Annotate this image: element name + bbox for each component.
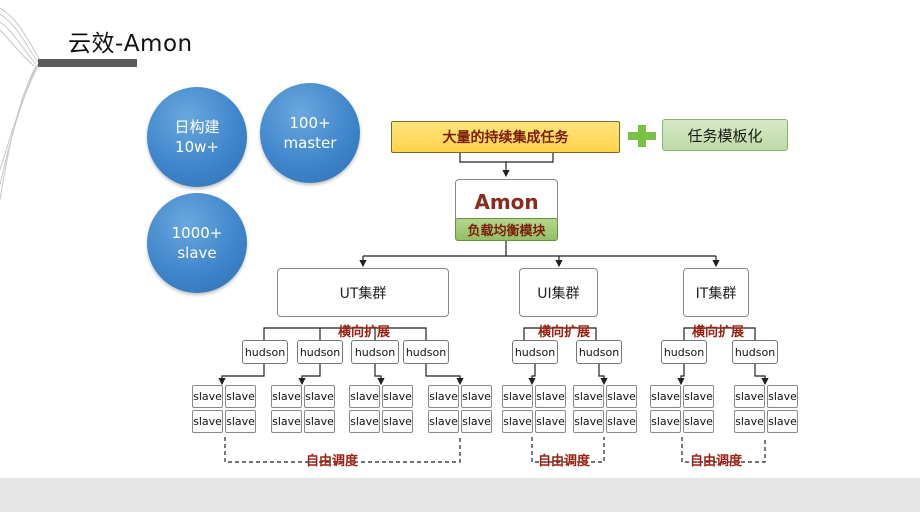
scale-label-ut: 横向扩展: [338, 325, 391, 340]
slave-node: slave: [650, 410, 681, 433]
hudson-node: hudson: [351, 340, 399, 364]
stat-daily-builds-value: 10w+: [175, 138, 219, 156]
slave-node: slave: [382, 410, 413, 433]
hudson-node: hudson: [242, 340, 288, 364]
slave-node: slave: [606, 385, 637, 408]
slave-node: slave: [192, 410, 223, 433]
slave-node: slave: [225, 385, 256, 408]
schedule-label-ui: 自由调度: [538, 454, 591, 469]
hudson-node: hudson: [512, 340, 558, 364]
slave-node: slave: [225, 410, 256, 433]
page-title: 云效-Amon: [68, 31, 193, 57]
load-balance-module: 负载均衡模块: [455, 218, 558, 241]
slave-node: slave: [683, 410, 714, 433]
slave-node: slave: [606, 410, 637, 433]
slave-node: slave: [734, 385, 765, 408]
slave-node: slave: [349, 385, 380, 408]
hudson-node: hudson: [297, 340, 343, 364]
slave-node: slave: [461, 385, 492, 408]
cluster-ut: UT集群: [277, 268, 449, 317]
stat-daily-builds: 日构建 10w+: [147, 87, 247, 187]
hudson-node: hudson: [661, 340, 707, 364]
scale-label-it: 横向扩展: [692, 325, 745, 340]
slave-node: slave: [573, 410, 604, 433]
slave-node: slave: [349, 410, 380, 433]
slave-node: slave: [502, 410, 533, 433]
slave-node: slave: [535, 410, 566, 433]
slave-node: slave: [502, 385, 533, 408]
bottom-band: [0, 478, 920, 512]
stat-masters: 100+ master: [260, 83, 360, 183]
slave-node: slave: [382, 385, 413, 408]
hudson-node: hudson: [732, 340, 778, 364]
hudson-node: hudson: [403, 340, 449, 364]
slave-node: slave: [304, 410, 335, 433]
slave-node: slave: [192, 385, 223, 408]
scale-label-ui: 横向扩展: [538, 325, 591, 340]
stat-masters-label: master: [283, 134, 337, 152]
stat-slaves-value: 1000+: [171, 224, 223, 242]
stat-slaves-label: slave: [177, 244, 217, 262]
slave-node: slave: [535, 385, 566, 408]
slave-node: slave: [767, 410, 798, 433]
slave-node: slave: [271, 410, 302, 433]
schedule-label-it: 自由调度: [690, 454, 743, 469]
slave-node: slave: [683, 385, 714, 408]
slave-node: slave: [650, 385, 681, 408]
slave-node: slave: [428, 385, 459, 408]
slave-node: slave: [304, 385, 335, 408]
stat-daily-builds-label: 日构建: [174, 118, 220, 136]
template-box: 任务模板化: [662, 119, 788, 151]
slave-node: slave: [461, 410, 492, 433]
slave-node: slave: [271, 385, 302, 408]
slave-node: slave: [767, 385, 798, 408]
amon-title: Amon: [474, 190, 539, 214]
slave-node: slave: [573, 385, 604, 408]
hudson-node: hudson: [576, 340, 622, 364]
cluster-it: IT集群: [683, 268, 749, 317]
slave-node: slave: [734, 410, 765, 433]
plus-icon: [628, 125, 656, 147]
schedule-label-ut: 自由调度: [306, 454, 359, 469]
stat-masters-value: 100+: [289, 114, 331, 132]
stat-slaves: 1000+ slave: [147, 193, 247, 293]
slave-node: slave: [428, 410, 459, 433]
cluster-ui: UI集群: [519, 268, 598, 317]
task-box: 大量的持续集成任务: [391, 121, 620, 153]
